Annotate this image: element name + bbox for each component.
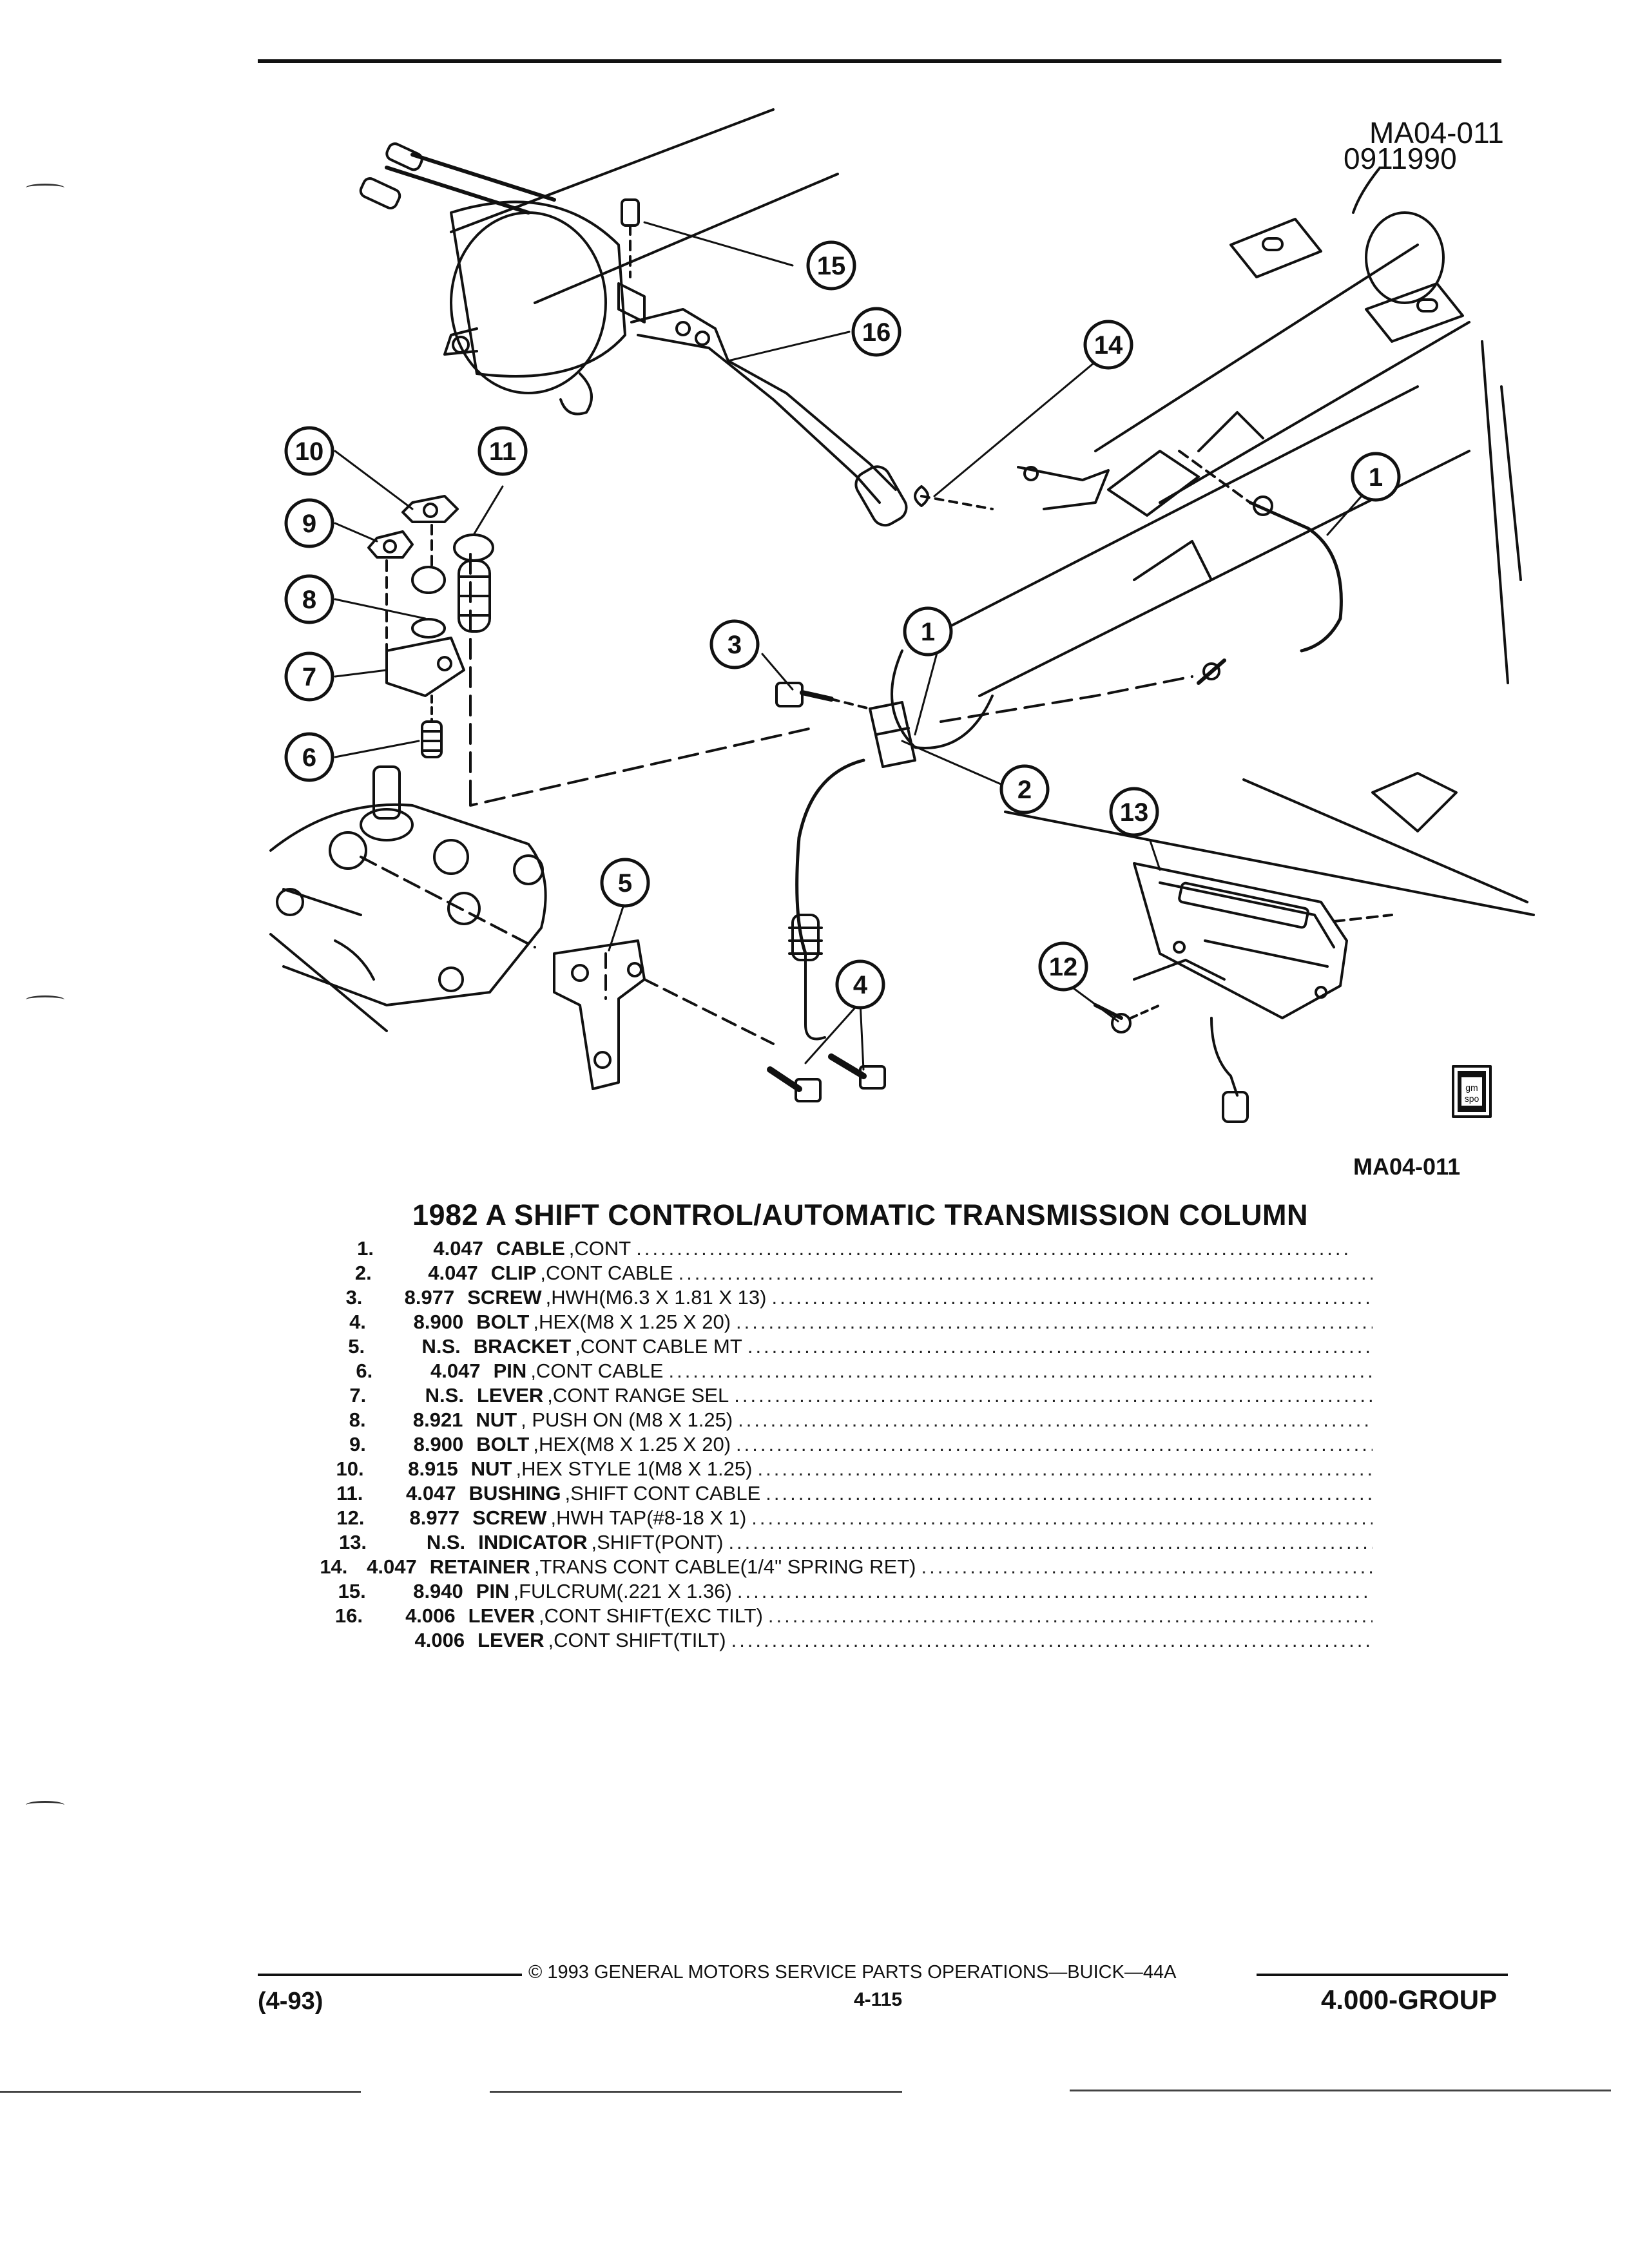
svg-text:3: 3 (728, 631, 742, 659)
retainer-spring (914, 466, 1110, 510)
figure-code-top: 0911990 (1344, 142, 1457, 175)
control-cable (788, 450, 1343, 1041)
svg-text:1: 1 (1369, 463, 1383, 492)
svg-text:4: 4 (853, 971, 868, 999)
screw-hwh (775, 682, 871, 710)
left-parts-stack (367, 495, 494, 758)
transmission-case (269, 765, 547, 1032)
footer-group: 4.000-GROUP (1321, 1984, 1498, 2015)
callout-labels: 15 16 14 1 1 2 3 4 5 6 7 8 9 10 11 12 13 (295, 252, 1383, 999)
svg-text:7: 7 (302, 663, 316, 691)
binder-mark (26, 184, 64, 192)
cable-route-line (469, 727, 813, 807)
svg-text:14: 14 (1094, 331, 1123, 360)
footer-page-number: 4-115 (854, 1989, 903, 2010)
svg-text:gm: gm (1465, 1082, 1478, 1093)
steering-column-upper (359, 108, 839, 416)
list-item: 13.N.S.INDICATOR,SHIFT(PONT)............… (338, 1531, 1373, 1553)
callout-circles (284, 240, 1401, 1010)
svg-text:5: 5 (618, 869, 632, 898)
svg-text:12: 12 (1049, 953, 1078, 981)
svg-text:15: 15 (817, 252, 846, 280)
gmspo-logo: gm spo (1452, 1065, 1492, 1118)
svg-text:2: 2 (1017, 776, 1032, 804)
svg-text:13: 13 (1120, 798, 1149, 827)
top-rule (258, 59, 1501, 63)
footer-date-code: (4-93) (258, 1988, 323, 2015)
callout-leaders (334, 221, 1367, 1071)
figure-id-top: MA04-011 (1369, 116, 1504, 149)
footer-rule-right (1257, 1974, 1508, 1976)
svg-text:8: 8 (302, 586, 316, 614)
svg-text:1: 1 (921, 618, 935, 646)
footer-rule-left (258, 1974, 522, 1976)
svg-text:spo: spo (1465, 1093, 1480, 1104)
list-item: 7.N.S.LEVER,CONT RANGE SEL..............… (349, 1384, 1373, 1407)
svg-text:16: 16 (862, 318, 891, 347)
page-title: 1982 A SHIFT CONTROL/AUTOMATIC TRANSMISS… (412, 1198, 1309, 1231)
cable-clip (869, 701, 916, 768)
binder-mark (26, 1801, 64, 1809)
hex-bolts (767, 1053, 886, 1102)
steering-column-lower (891, 211, 1535, 916)
fulcrum-pin (617, 198, 646, 323)
bracket (553, 939, 775, 1090)
list-item: 5.N.S.BRACKET,CONT CABLE MT.............… (348, 1335, 1373, 1358)
svg-text:11: 11 (489, 437, 516, 466)
bottom-rule (1070, 2090, 1611, 2091)
svg-text:10: 10 (295, 437, 324, 466)
shift-indicator (1133, 862, 1393, 1123)
figure-id-bottom: MA04-011 (1353, 1153, 1461, 1180)
exploded-view-illustration: 15 16 14 1 1 2 3 4 5 6 7 8 9 10 11 12 13… (269, 108, 1535, 1123)
screw-hwh-tap (1094, 1003, 1161, 1033)
bottom-rule (0, 2091, 361, 2093)
binder-mark (26, 995, 64, 1004)
footer-copyright: © 1993 GENERAL MOTORS SERVICE PARTS OPER… (528, 1962, 1177, 1983)
svg-text:6: 6 (302, 744, 316, 772)
svg-text:9: 9 (302, 510, 316, 538)
bottom-rule (490, 2091, 902, 2093)
